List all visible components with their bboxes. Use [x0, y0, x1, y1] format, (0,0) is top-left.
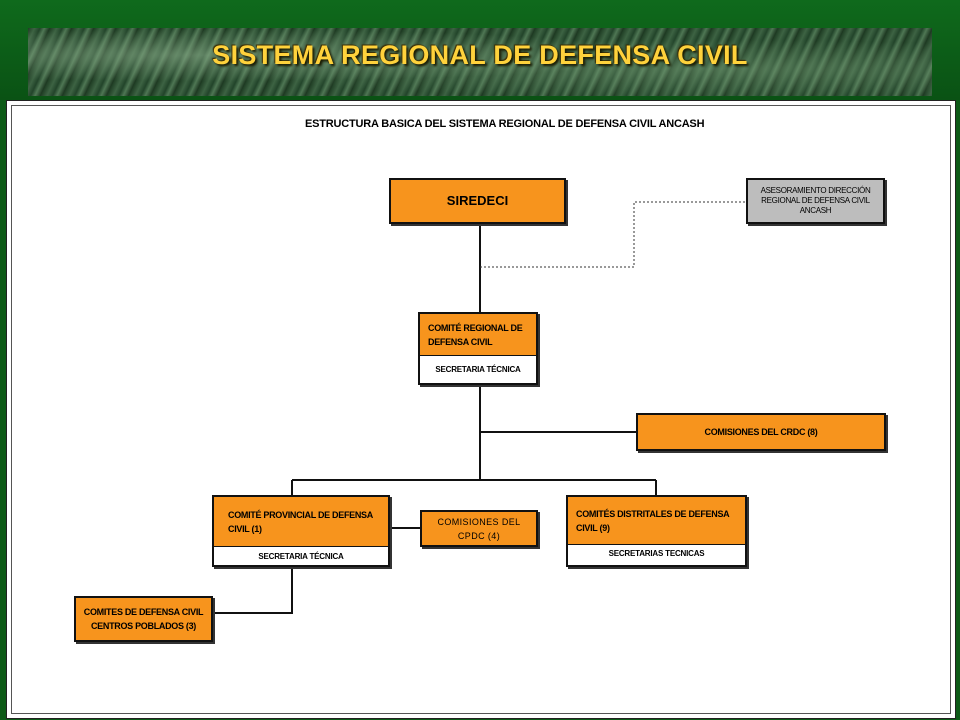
node-asesoramiento: ASESORAMIENTO DIRECCIÓN REGIONAL DE DEFE…	[746, 178, 885, 224]
node-comite-provincial: COMITÉ PROVINCIAL DE DEFENSA CIVIL (1) S…	[212, 495, 390, 567]
node-siredeci-label: SIREDECI	[446, 193, 509, 208]
node-comites-centros-poblados: COMITES DE DEFENSA CIVIL CENTROS POBLADO…	[74, 596, 213, 642]
node-comite-provincial-header: COMITÉ PROVINCIAL DE DEFENSA CIVIL (1)	[214, 497, 388, 547]
node-comite-regional: COMITÉ REGIONAL DE DEFENSA CIVIL SECRETA…	[418, 312, 538, 385]
node-comisiones-crdc-label: COMISIONES DEL CRDC (8)	[704, 427, 818, 437]
node-comite-provincial-secretaria: SECRETARIA TÉCNICA	[258, 552, 344, 561]
connector-asesoramiento	[480, 201, 746, 268]
diagram-title: ESTRUCTURA BASICA DEL SISTEMA REGIONAL D…	[305, 118, 705, 130]
node-comisiones-cpdc: COMISIONES DEL CPDC (4)	[420, 510, 538, 547]
slide-title: SISTEMA REGIONAL DE DEFENSA CIVIL	[212, 40, 748, 70]
node-comites-centros-poblados-label: COMITES DE DEFENSA CIVIL CENTROS POBLADO…	[83, 607, 204, 631]
node-comisiones-crdc: COMISIONES DEL CRDC (8)	[636, 413, 886, 451]
node-comites-distritales-secretaria: SECRETARIAS TECNICAS	[608, 549, 705, 558]
node-comite-provincial-label: COMITÉ PROVINCIAL DE DEFENSA CIVIL (1)	[228, 509, 373, 534]
node-comite-regional-label: COMITÉ REGIONAL DE DEFENSA CIVIL	[428, 322, 523, 347]
node-comite-regional-secretaria: SECRETARIA TÉCNICA	[435, 365, 521, 374]
connector-centros-poblados	[213, 567, 293, 614]
node-asesoramiento-label: ASESORAMIENTO DIRECCIÓN REGIONAL DE DEFE…	[760, 186, 871, 215]
node-siredeci: SIREDECI	[389, 178, 566, 224]
sheet-border	[11, 105, 951, 714]
node-comites-distritales-header: COMITÉS DISTRITALES DE DEFENSA CIVIL (9)	[568, 497, 745, 545]
node-comites-distritales-label: COMITÉS DISTRITALES DE DEFENSA CIVIL (9)	[576, 508, 730, 533]
node-comites-distritales: COMITÉS DISTRITALES DE DEFENSA CIVIL (9)…	[566, 495, 747, 567]
node-comite-regional-header: COMITÉ REGIONAL DE DEFENSA CIVIL	[420, 314, 536, 356]
title-banner	[28, 28, 932, 96]
node-comisiones-cpdc-label: COMISIONES DEL CPDC (4)	[437, 516, 521, 541]
